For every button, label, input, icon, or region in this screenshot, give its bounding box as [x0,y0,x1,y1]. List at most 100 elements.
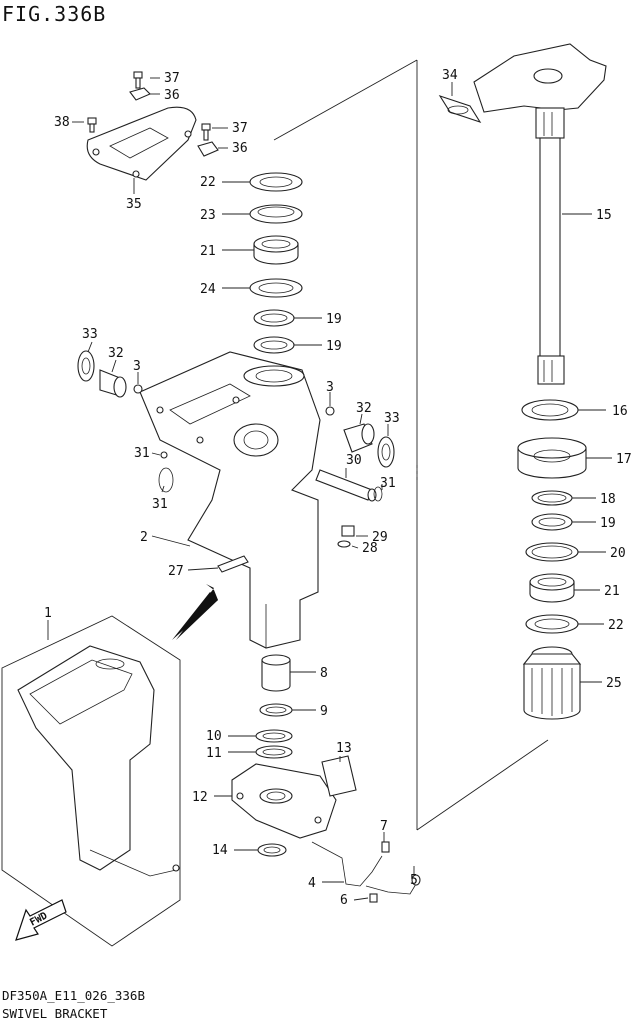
part-17-nut [517,437,587,479]
part-27-washer [337,540,351,548]
part-32-bushing-left [99,369,127,398]
callout-31a: 31 [380,476,396,491]
callout-37b: 37 [232,121,248,136]
part-38-bolt [87,117,97,133]
callout-7: 7 [380,819,388,834]
part-10-washer [255,729,293,743]
callout-22b: 22 [608,618,624,633]
part-6-bolt [369,893,378,903]
part-31-clip-left [158,467,174,493]
part-33-washer-left [77,350,95,382]
part-18-oring [531,490,573,506]
callout-26: 27 [168,564,184,579]
part-34-pad [438,94,482,124]
part-24-bushing [249,204,303,224]
callout-12: 12 [192,790,208,805]
callout-22a: 22 [200,175,216,190]
assembly-frame-lines [273,59,549,831]
part-25-washer [249,278,303,298]
callout-15: 15 [596,208,612,223]
callout-32b: 32 [356,401,372,416]
callout-34: 34 [442,68,458,83]
callout-30: 30 [346,453,362,468]
part-37-bolt-upper [129,71,151,101]
callout-19c: 19 [600,516,616,531]
part-15-steering-shaft [473,43,607,385]
part-16-washer [521,399,579,421]
callout-35: 35 [126,197,142,212]
part-22-washer-lower [525,614,579,634]
part-8-bushing [261,654,291,692]
callout-21a: 21 [200,244,216,259]
callout-27: 28 [362,541,378,556]
callout-4: 4 [308,876,316,891]
callout-38: 38 [54,115,70,130]
part-3-nipple-right [325,406,335,416]
callout-3b: 3 [326,380,334,395]
part-12-steering-arm [231,763,337,839]
callout-28: 29 [372,530,388,545]
callout-8: 8 [320,666,328,681]
part-19-seal-a [253,309,295,327]
callout-21b: 21 [604,584,620,599]
callout-33a: 33 [82,327,98,342]
callout-18: 18 [600,492,616,507]
part-26-pin [217,555,249,573]
callout-11: 11 [206,746,222,761]
part-31-clip-right [373,486,383,502]
part-20-washer [525,542,579,562]
part-9-seal [259,703,293,717]
part-1-assembly-inset [1,615,181,947]
callout-10: 10 [206,729,222,744]
figure-code: DF350A_E11_026_336B [2,988,145,1003]
callout-5: 5 [410,873,418,888]
part-32-bushing-right [343,423,375,453]
callout-31b: 31 [152,497,168,512]
fwd-arrow: FWD [15,899,67,941]
callout-14: 14 [212,843,228,858]
callout-20: 20 [610,546,626,561]
callout-36b: 36 [232,141,248,156]
part-21-bearing [253,235,299,265]
callout-layer: 37 36 38 37 36 35 22 23 21 24 19 19 33 3… [44,68,632,908]
part-11-washer [255,745,293,759]
callout-16: 16 [612,404,628,419]
callout-13: 13 [336,741,352,756]
callout-23: 25 [606,676,622,691]
figure-title: FIG.336B [2,2,107,26]
part-19-seal-b [253,336,295,354]
callout-19b: 19 [326,339,342,354]
part-37-bolt-lower [197,123,219,157]
part-7-bolt [381,841,390,853]
callout-19a: 19 [326,312,342,327]
callout-37a: 37 [164,71,180,86]
callout-9: 9 [320,704,328,719]
part-29-bolt [160,451,168,459]
part-13-plate [321,755,357,797]
callout-32a: 32 [108,346,124,361]
callout-24: 23 [200,208,216,223]
callout-1: 1 [44,606,52,621]
part-21-bearing-lower [529,573,575,603]
part-35-cover [86,106,197,181]
callout-17: 17 [616,452,632,467]
callout-2: 2 [140,530,148,545]
callout-33b: 33 [384,411,400,426]
pointer-arrow [172,584,218,640]
part-3-nipple-left [133,384,143,394]
callout-36a: 36 [164,88,180,103]
callout-6: 6 [340,893,348,908]
callout-29: 31 [134,446,150,461]
part-33-washer-right [377,436,395,468]
figure-name: SWIVEL BRACKET [2,1006,108,1021]
part-22-washer [249,172,303,192]
part-4-ground-wire [311,841,383,887]
part-28-plug [341,525,355,537]
part-23-gear [522,646,582,720]
callout-25: 24 [200,282,216,297]
part-2-swivel-bracket [139,351,321,649]
part-5-ground-wire [365,874,421,895]
callout-3a: 3 [133,359,141,374]
part-19-seal-c [531,513,573,531]
